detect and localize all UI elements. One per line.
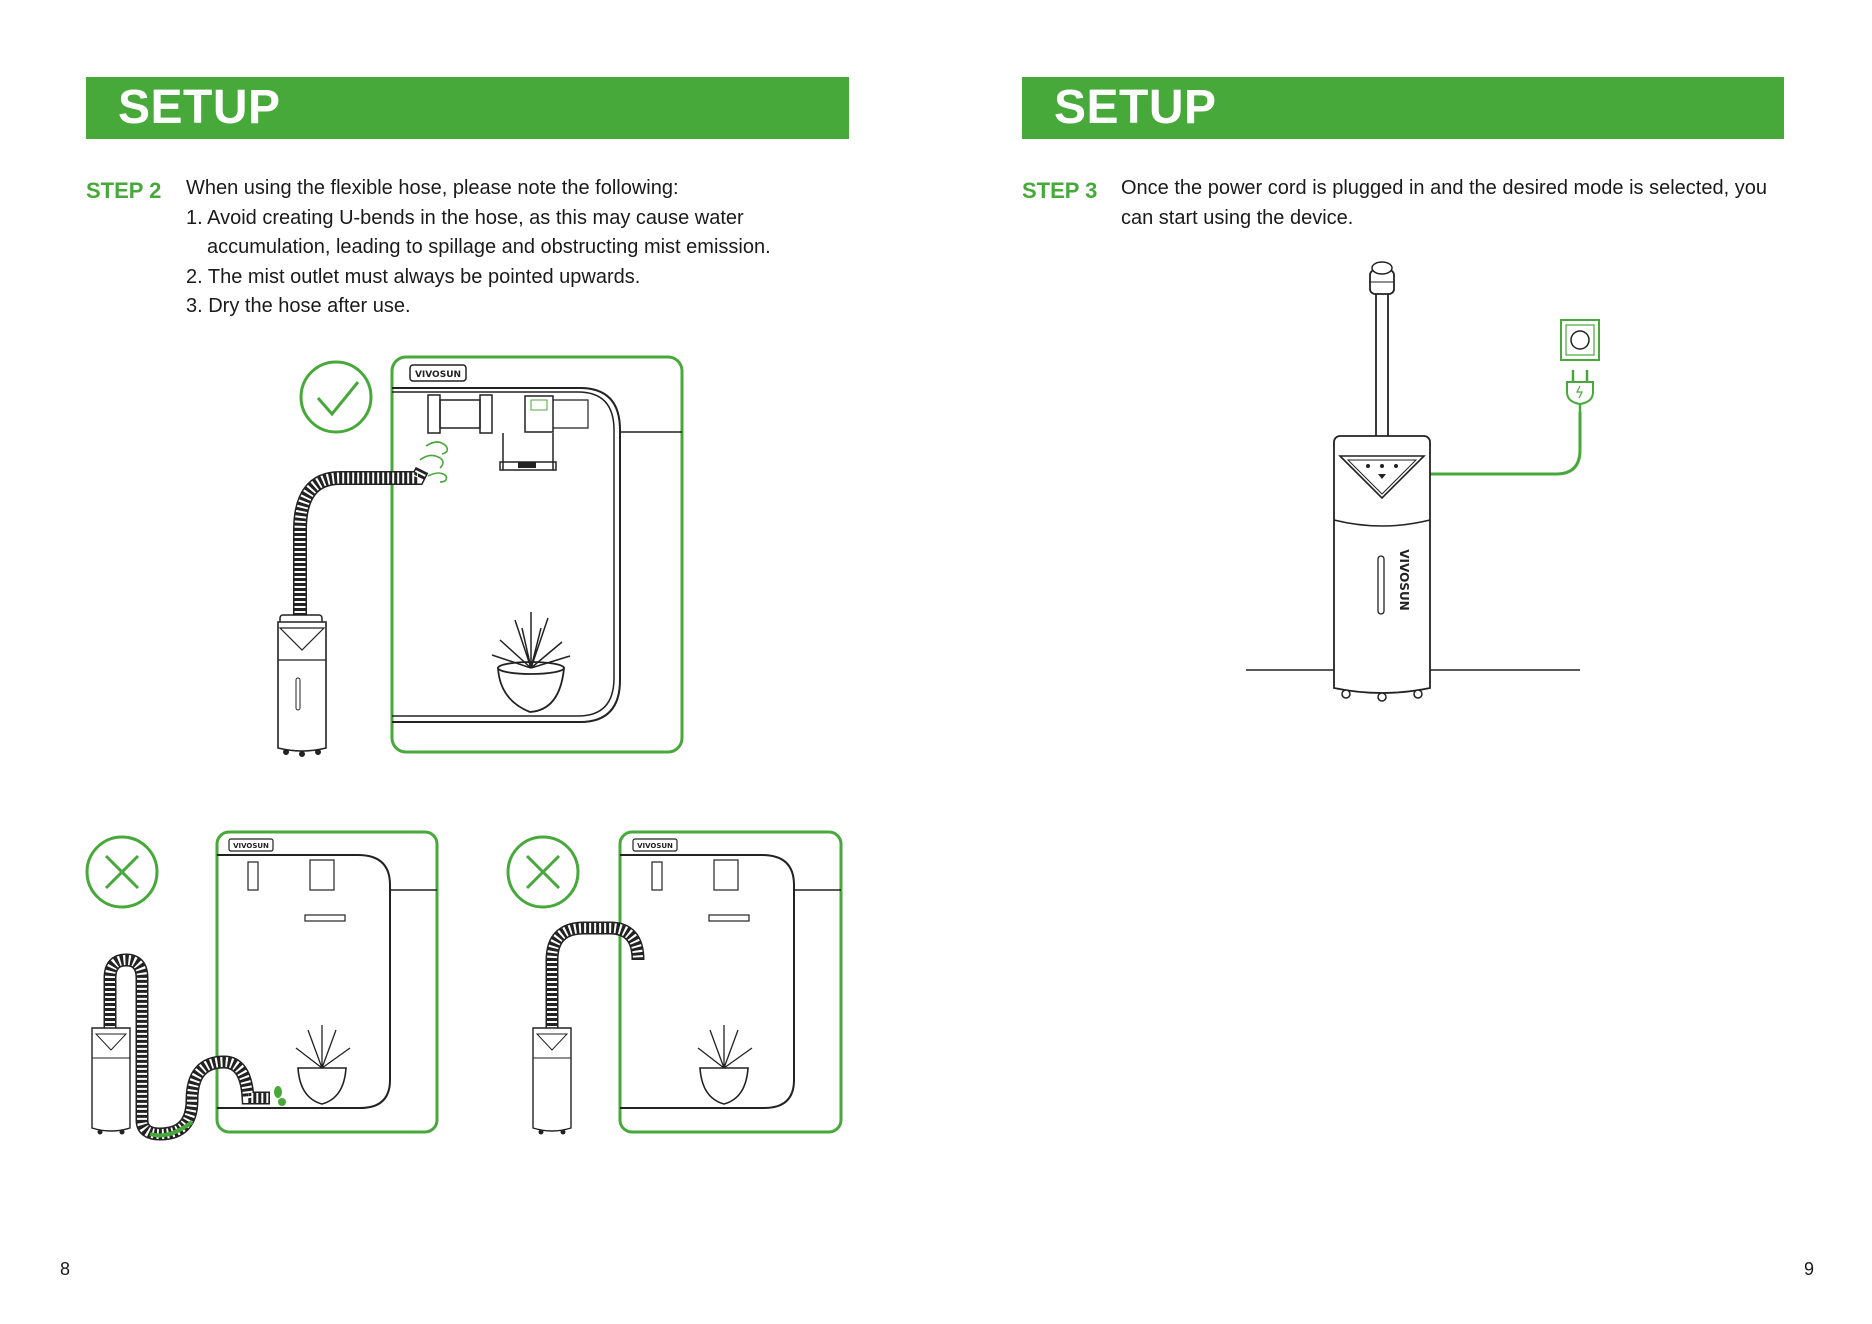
step-2-label: STEP 2 [86, 178, 162, 203]
water-drop-icon [274, 1086, 282, 1098]
instruction-item-2: 2. The mist outlet must always be pointe… [186, 265, 641, 288]
power-cord [1426, 412, 1582, 476]
flexible-hose [293, 466, 429, 618]
instruction-item-1: 1. Avoid creating U-bends in the hose, a… [186, 206, 744, 229]
page-number: 8 [60, 1259, 71, 1279]
step-3-line-1: Once the power cord is plugged in and th… [1121, 177, 1767, 199]
mist-waves-icon [419, 441, 449, 483]
instruction-item-1-cont: accumulation, leading to spillage and ob… [207, 236, 771, 258]
humidifier-brand-label: VIVOSUN [1397, 549, 1411, 610]
humidifier-large: VIVOSUN [1333, 435, 1431, 702]
step-3-line-2: can start using the device. [1121, 206, 1354, 229]
page-number: 9 [1804, 1259, 1815, 1279]
step-2-instructions: When using the flexible hose, please not… [186, 174, 826, 322]
grow-tent-frame-down: VIVOSUN [618, 830, 843, 1134]
humidifier-power-illustration: VIVOSUN [1246, 261, 1600, 702]
banner-title: SETUP [118, 81, 281, 134]
setup-banner: SETUP [86, 77, 849, 139]
instruction-item-3: 3. Dry the hose after use. [186, 295, 411, 317]
tent-brand-label: VIVOSUN [415, 370, 461, 380]
grow-tent-frame-ubend: VIVOSUN [215, 830, 439, 1134]
grow-tent-frame: VIVOSUN [390, 355, 684, 754]
svg-text:VIVOSUN: VIVOSUN [233, 842, 269, 850]
page-left: SETUP STEP 2 When using the flexible hos… [60, 77, 849, 1279]
svg-text:VIVOSUN: VIVOSUN [637, 842, 673, 850]
step-2-intro: When using the flexible hose, please not… [186, 177, 679, 199]
mist-tube [1369, 261, 1395, 439]
step-3-label: STEP 3 [1022, 178, 1098, 203]
humidifier-unit-down [532, 1027, 572, 1135]
wall-outlet-icon [1560, 319, 1600, 361]
setup-banner: SETUP [1022, 77, 1784, 139]
flexible-hose-down [545, 921, 645, 1028]
check-circle-icon [299, 360, 373, 434]
page-right: SETUP STEP 3 Once the power cord is plug… [936, 0, 1872, 1324]
x-circle-icon [506, 835, 580, 909]
humidifier-unit-ubend [91, 1027, 131, 1135]
banner-title: SETUP [1054, 81, 1217, 134]
power-plug-icon [1566, 370, 1594, 412]
correct-setup-illustration: VIVOSUN [85, 355, 843, 1141]
step-3-instructions: Once the power cord is plugged in and th… [1121, 174, 1781, 233]
x-circle-icon [85, 835, 159, 909]
humidifier-unit [277, 614, 327, 757]
flexible-hose-ubend [103, 953, 286, 1141]
